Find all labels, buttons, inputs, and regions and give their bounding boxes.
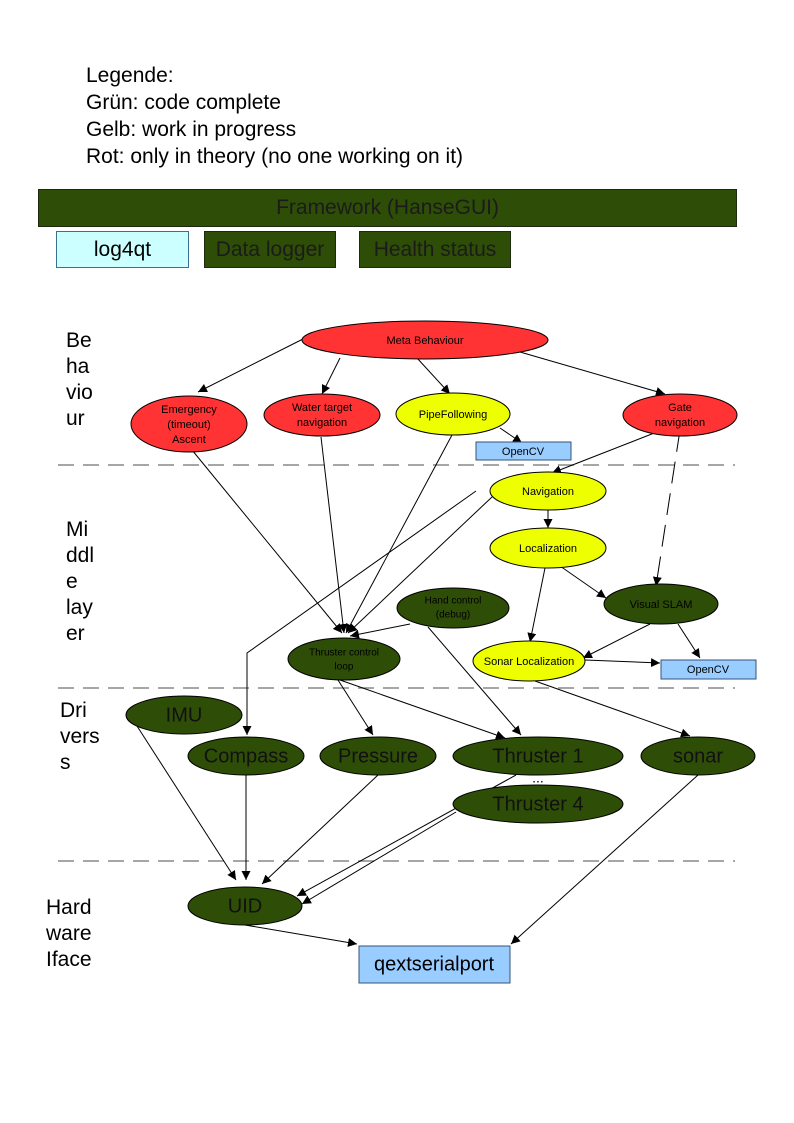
legend-title: Legende:	[86, 64, 174, 87]
thruster4-label: Thruster 4	[492, 793, 583, 815]
layer-label-behaviour: Be ha vio ur	[66, 329, 93, 430]
edge-thruster4-uid	[301, 811, 457, 905]
node-uid: UID	[187, 886, 303, 926]
edge-gate-visualslam-dashed	[652, 429, 681, 587]
edge-pipe-thruster	[345, 434, 453, 634]
compass-label: Compass	[204, 745, 288, 767]
legend: Legende: Grün: code complete Gelb: work …	[86, 62, 463, 170]
emergency-label-3: Ascent	[172, 434, 206, 446]
node-water-target: Water target navigation	[263, 393, 381, 437]
sonar-localization-label: Sonar Localization	[484, 656, 575, 668]
node-localization: Localization	[489, 527, 607, 569]
edge-pipe-opencv	[499, 427, 523, 444]
edge-meta-water	[321, 357, 341, 395]
node-opencv-mid: OpenCV	[660, 659, 757, 680]
node-pipe-following: PipeFollowing	[395, 392, 511, 436]
emergency-label-2: (timeout)	[167, 419, 210, 431]
edge-navigation-compass	[242, 490, 477, 735]
opencv-mid-label: OpenCV	[687, 664, 730, 676]
edges	[136, 338, 701, 947]
log4qt-box: log4qt	[56, 231, 189, 268]
edge-uid-qext	[244, 924, 358, 947]
node-visual-slam: Visual SLAM	[603, 583, 719, 625]
edge-gate-navigation	[551, 429, 663, 474]
node-pressure: Pressure	[319, 736, 437, 776]
hand-control-label-1: Hand control	[425, 596, 482, 607]
legend-yellow: Gelb: work in progress	[86, 118, 297, 141]
thruster-control-label-1: Thruster control	[309, 648, 379, 659]
edge-localization-visualslam	[559, 565, 607, 599]
node-opencv-top: OpenCV	[475, 441, 572, 461]
edge-meta-gate	[519, 351, 666, 396]
edge-pressure-uid	[261, 774, 379, 885]
edge-imu-uid	[136, 725, 237, 881]
hand-control-label-2: (debug)	[436, 610, 470, 621]
navigation-label: Navigation	[522, 486, 574, 498]
layer-label-drivers: Dri vers s	[60, 699, 100, 774]
imu-label: IMU	[166, 704, 203, 726]
framework-bar: Framework (HanseGUI)	[38, 189, 737, 227]
pressure-label: Pressure	[338, 745, 418, 767]
thruster-control-label-2: loop	[335, 662, 354, 673]
sonar-label: sonar	[673, 745, 723, 767]
meta-behaviour-label: Meta Behaviour	[386, 335, 463, 347]
edge-sonar-qext	[510, 774, 699, 945]
legend-green: Grün: code complete	[86, 91, 281, 114]
node-hand-control: Hand control (debug)	[396, 587, 510, 629]
node-meta-behaviour: Meta Behaviour	[301, 320, 549, 360]
node-thruster-control: Thruster control loop	[287, 637, 401, 681]
water-target-label-2: navigation	[297, 417, 347, 429]
edge-navigation-thruster	[347, 496, 493, 634]
edge-sonarloc-sonar	[534, 680, 691, 738]
edge-meta-emergency	[197, 338, 304, 393]
layer-label-hardware: Hard ware Iface	[46, 896, 92, 971]
edge-water-thruster	[320, 436, 348, 634]
node-sonar-localization: Sonar Localization	[472, 640, 586, 682]
node-gate-navigation: Gate navigation	[622, 393, 738, 437]
node-navigation: Navigation	[489, 471, 607, 511]
edge-hand-thruster1	[427, 626, 522, 736]
opencv-top-label: OpenCV	[502, 446, 545, 458]
localization-label: Localization	[519, 543, 577, 555]
edge-hand-thruster	[349, 623, 411, 639]
edge-thrusterloop-thruster1	[339, 679, 506, 740]
layer-label-middle: Mi ddl e lay er	[66, 518, 95, 645]
layer-separators	[58, 464, 735, 862]
node-thruster1: Thruster 1	[452, 736, 624, 776]
edge-emergency-thruster	[191, 449, 343, 634]
water-target-label-1: Water target	[292, 402, 352, 414]
edge-localization-sonarloc	[527, 567, 546, 643]
visual-slam-label: Visual SLAM	[630, 599, 693, 611]
thruster1-label: Thruster 1	[492, 745, 583, 767]
node-emergency: Emergency (timeout) Ascent	[130, 395, 248, 453]
uid-label: UID	[228, 895, 262, 917]
node-qextserialport: qextserialport	[358, 945, 511, 984]
data-logger-box: Data logger	[204, 231, 336, 268]
thruster-ellipsis: ...	[532, 770, 544, 786]
edge-visualslam-opencv	[677, 623, 701, 659]
edge-sonarloc-opencv	[584, 658, 661, 668]
node-compass: Compass	[187, 736, 305, 776]
gate-navigation-label-2: navigation	[655, 417, 705, 429]
edge-meta-pipe	[416, 357, 451, 395]
qextserialport-label: qextserialport	[374, 953, 495, 975]
node-sonar: sonar	[640, 736, 756, 776]
node-imu: IMU	[125, 695, 243, 735]
edge-visualslam-sonarloc	[582, 623, 651, 659]
health-status-box: Health status	[359, 231, 511, 268]
legend-red: Rot: only in theory (no one working on i…	[86, 145, 464, 168]
edge-thrusterloop-pressure	[337, 679, 374, 736]
pipe-following-label: PipeFollowing	[419, 409, 487, 421]
node-thruster4: Thruster 4	[452, 784, 624, 824]
emergency-label-1: Emergency	[161, 404, 217, 416]
gate-navigation-label-1: Gate	[668, 402, 692, 414]
